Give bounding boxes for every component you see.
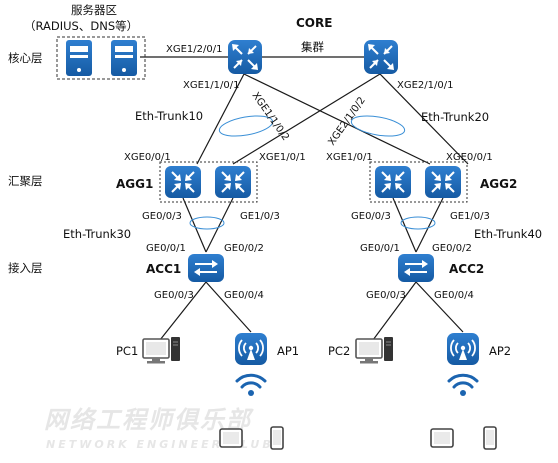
core-title: CORE	[296, 16, 332, 30]
acc1-switch	[187, 253, 225, 283]
port-label-acc1d2: GE0/0/4	[224, 290, 264, 301]
acc2-label: ACC2	[449, 262, 484, 276]
port-label-agg1a: XGE0/0/1	[124, 152, 171, 163]
agg2-label: AGG2	[480, 177, 517, 191]
tier-label-aggregation: 汇聚层	[8, 174, 43, 188]
agg1-label: AGG1	[116, 177, 153, 191]
port-label-c2b: XGE2/1/0/1	[397, 80, 453, 91]
ap1-label: AP1	[277, 344, 299, 358]
port-label-acc2d1: GE0/0/3	[366, 290, 406, 301]
acc1-label: ACC1	[146, 262, 181, 276]
trunk-rings	[189, 115, 436, 230]
agg1-switch-b	[214, 165, 252, 199]
trunk30-label: Eth-Trunk30	[63, 227, 131, 241]
tablet-icon-2	[430, 428, 454, 448]
port-label-acc2u1: GE0/0/1	[360, 243, 400, 254]
trunk40-ring	[400, 216, 436, 230]
pc2-label: PC2	[328, 344, 350, 358]
trunk10-ring	[218, 115, 274, 137]
port-label-agg1b: XGE1/0/1	[259, 152, 306, 163]
links	[140, 56, 469, 341]
watermark-cn: 网络工程师俱乐部	[44, 406, 254, 434]
port-label-acc1u1: GE0/0/1	[146, 243, 186, 254]
port-label-srv: XGE1/2/0/1	[166, 44, 222, 55]
trunk40-label: Eth-Trunk40	[474, 227, 542, 241]
trunk20-ring	[350, 115, 406, 137]
tier-label-core: 核心层	[8, 51, 43, 65]
phone-icon-2	[483, 426, 497, 450]
core-router-1	[227, 39, 263, 75]
port-label-agg2d1: GE0/0/3	[351, 211, 391, 222]
pc2-icon	[355, 336, 394, 365]
watermark-en: NETWORK ENGINEER CLUB	[46, 438, 274, 451]
server-icon-1	[66, 40, 92, 76]
server-area-subtitle: （RADIUS、DNS等）	[24, 19, 138, 33]
trunk10-label: Eth-Trunk10	[135, 109, 203, 123]
port-label-agg1d1: GE0/0/3	[142, 211, 182, 222]
agg2-cluster-box	[369, 161, 468, 203]
pc1-icon	[142, 336, 181, 365]
ap2-icon	[446, 332, 480, 366]
agg2-switch-b	[424, 165, 462, 199]
core-cluster-label: 集群	[301, 40, 324, 54]
tier-label-access: 接入层	[8, 261, 43, 275]
port-label-agg2d2: GE1/0/3	[450, 211, 490, 222]
server-area-title: 服务器区	[71, 3, 117, 17]
port-label-agg2b: XGE0/0/1	[446, 152, 493, 163]
acc2-switch	[397, 253, 435, 283]
port-label-agg1d2: GE1/0/3	[240, 211, 280, 222]
phone-icon-1	[270, 426, 284, 450]
agg2-switch-a	[374, 165, 412, 199]
trunk30-ring	[189, 216, 225, 230]
port-label-c1b: XGE1/1/0/2	[250, 90, 291, 143]
ap2-label: AP2	[489, 344, 511, 358]
agg1-cluster-box	[159, 161, 258, 203]
wifi-icon-1	[235, 373, 267, 398]
server-icon-2	[111, 40, 137, 76]
port-label-acc2d2: GE0/0/4	[434, 290, 474, 301]
port-label-acc1u2: GE0/0/2	[224, 243, 264, 254]
wifi-icon-2	[447, 373, 479, 398]
port-label-acc1d1: GE0/0/3	[154, 290, 194, 301]
pc1-label: PC1	[116, 344, 138, 358]
core-router-2	[363, 39, 399, 75]
port-label-acc2u2: GE0/0/2	[432, 243, 472, 254]
agg1-switch-a	[164, 165, 202, 199]
trunk20-label: Eth-Trunk20	[421, 110, 489, 124]
tablet-icon-1	[219, 428, 243, 448]
ap1-icon	[234, 332, 268, 366]
port-label-c1a: XGE1/1/0/1	[183, 80, 239, 91]
port-label-agg2a: XGE1/0/1	[326, 152, 373, 163]
